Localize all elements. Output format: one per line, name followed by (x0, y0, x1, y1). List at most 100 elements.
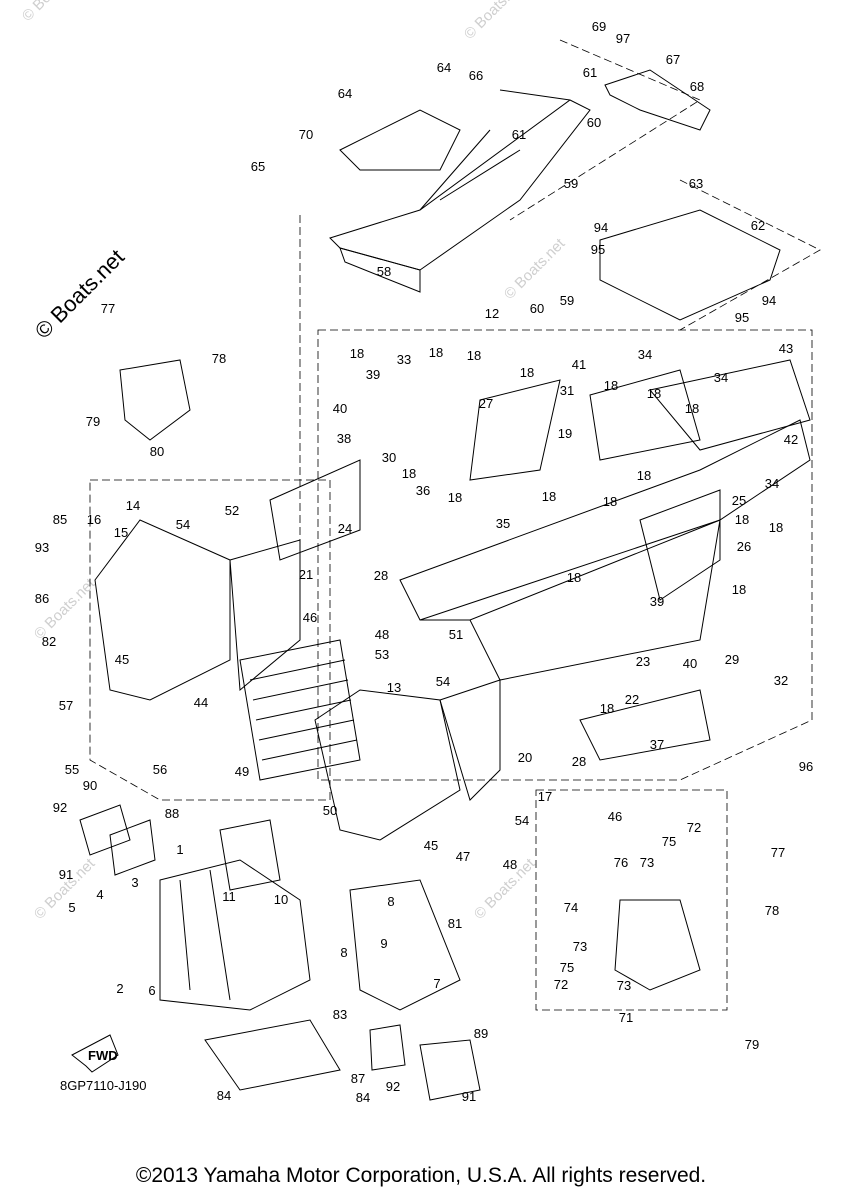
callout-60: 60 (530, 301, 544, 316)
callout-91: 91 (59, 867, 73, 882)
callout-61: 61 (583, 65, 597, 80)
callout-93: 93 (35, 540, 49, 555)
callout-36: 36 (416, 483, 430, 498)
callout-21: 21 (299, 567, 313, 582)
drawing-code: 8GP7110-J190 (60, 1078, 147, 1093)
callout-25: 25 (732, 493, 746, 508)
callout-34: 34 (638, 347, 652, 362)
callout-18: 18 (350, 346, 364, 361)
callout-34: 34 (765, 476, 779, 491)
callout-18: 18 (402, 466, 416, 481)
callout-89: 89 (474, 1026, 488, 1041)
callout-62: 62 (751, 218, 765, 233)
callout-37: 37 (650, 737, 664, 752)
callout-77: 77 (101, 301, 115, 316)
callout-64: 64 (338, 86, 352, 101)
bracket-7 (349, 879, 461, 1011)
callout-41: 41 (572, 357, 586, 372)
callout-64: 64 (437, 60, 451, 75)
callout-10: 10 (274, 892, 288, 907)
callout-18: 18 (769, 520, 783, 535)
callout-46: 46 (303, 610, 317, 625)
callout-46: 46 (608, 809, 622, 824)
fwd-arrow-icon: FWD (71, 1034, 119, 1073)
callout-15: 15 (114, 525, 128, 540)
callout-81: 81 (448, 916, 462, 931)
storage-box-80 (119, 359, 191, 441)
callout-8: 8 (340, 945, 347, 960)
callout-23: 23 (636, 654, 650, 669)
callout-70: 70 (299, 127, 313, 142)
callout-92: 92 (53, 800, 67, 815)
bracket-88 (109, 819, 156, 876)
callout-59: 59 (560, 293, 574, 308)
callout-34: 34 (714, 370, 728, 385)
callout-18: 18 (567, 570, 581, 585)
rail-38 (269, 459, 361, 561)
callout-77: 77 (771, 845, 785, 860)
callout-78: 78 (765, 903, 779, 918)
callout-8: 8 (387, 894, 394, 909)
callout-18: 18 (735, 512, 749, 527)
callout-42: 42 (784, 432, 798, 447)
radiator-44 (239, 639, 361, 781)
bracket-89 (419, 1039, 481, 1101)
callout-16: 16 (87, 512, 101, 527)
callout-51: 51 (449, 627, 463, 642)
callout-59: 59 (564, 176, 578, 191)
callout-39: 39 (650, 594, 664, 609)
rail-37 (579, 689, 711, 761)
callout-52: 52 (225, 503, 239, 518)
flap-70 (339, 109, 461, 171)
callout-78: 78 (212, 351, 226, 366)
callout-58: 58 (377, 264, 391, 279)
callout-50: 50 (323, 803, 337, 818)
callout-54: 54 (515, 813, 529, 828)
callout-73: 73 (640, 855, 654, 870)
callout-67: 67 (666, 52, 680, 67)
callout-18: 18 (647, 386, 661, 401)
bracket-87 (369, 1024, 406, 1071)
callout-84: 84 (217, 1088, 231, 1103)
callout-18: 18 (604, 378, 618, 393)
callout-18: 18 (520, 365, 534, 380)
callout-3: 3 (131, 875, 138, 890)
callout-13: 13 (387, 680, 401, 695)
svg-text:© Boats.net: © Boats.net (461, 0, 529, 43)
callout-61: 61 (512, 127, 526, 142)
callout-72: 72 (554, 977, 568, 992)
callout-97: 97 (616, 31, 630, 46)
callout-73: 73 (617, 978, 631, 993)
skid-plate-83 (204, 1019, 341, 1091)
callout-18: 18 (467, 348, 481, 363)
callout-18: 18 (600, 701, 614, 716)
callout-60: 60 (587, 115, 601, 130)
chassis-tunnel (399, 359, 811, 681)
callout-18: 18 (685, 401, 699, 416)
callout-73: 73 (573, 939, 587, 954)
callout-24: 24 (338, 521, 352, 536)
callout-18: 18 (542, 489, 556, 504)
callout-76: 76 (614, 855, 628, 870)
callout-47: 47 (456, 849, 470, 864)
callout-18: 18 (732, 582, 746, 597)
callout-83: 83 (333, 1007, 347, 1022)
front-frame (94, 519, 501, 841)
callout-66: 66 (469, 68, 483, 83)
svg-text:© Boats.net: © Boats.net (31, 575, 99, 643)
callout-9: 9 (380, 936, 387, 951)
callout-71: 71 (619, 1010, 633, 1025)
callout-80: 80 (150, 444, 164, 459)
callout-54: 54 (436, 674, 450, 689)
storage-box-71 (614, 899, 701, 991)
svg-text:FWD: FWD (88, 1048, 118, 1063)
callout-18: 18 (429, 345, 443, 360)
cover-62 (599, 209, 781, 321)
callout-1: 1 (176, 842, 183, 857)
callout-28: 28 (572, 754, 586, 769)
callout-7: 7 (433, 976, 440, 991)
callout-72: 72 (687, 820, 701, 835)
callout-2: 2 (116, 981, 123, 996)
callout-63: 63 (689, 176, 703, 191)
